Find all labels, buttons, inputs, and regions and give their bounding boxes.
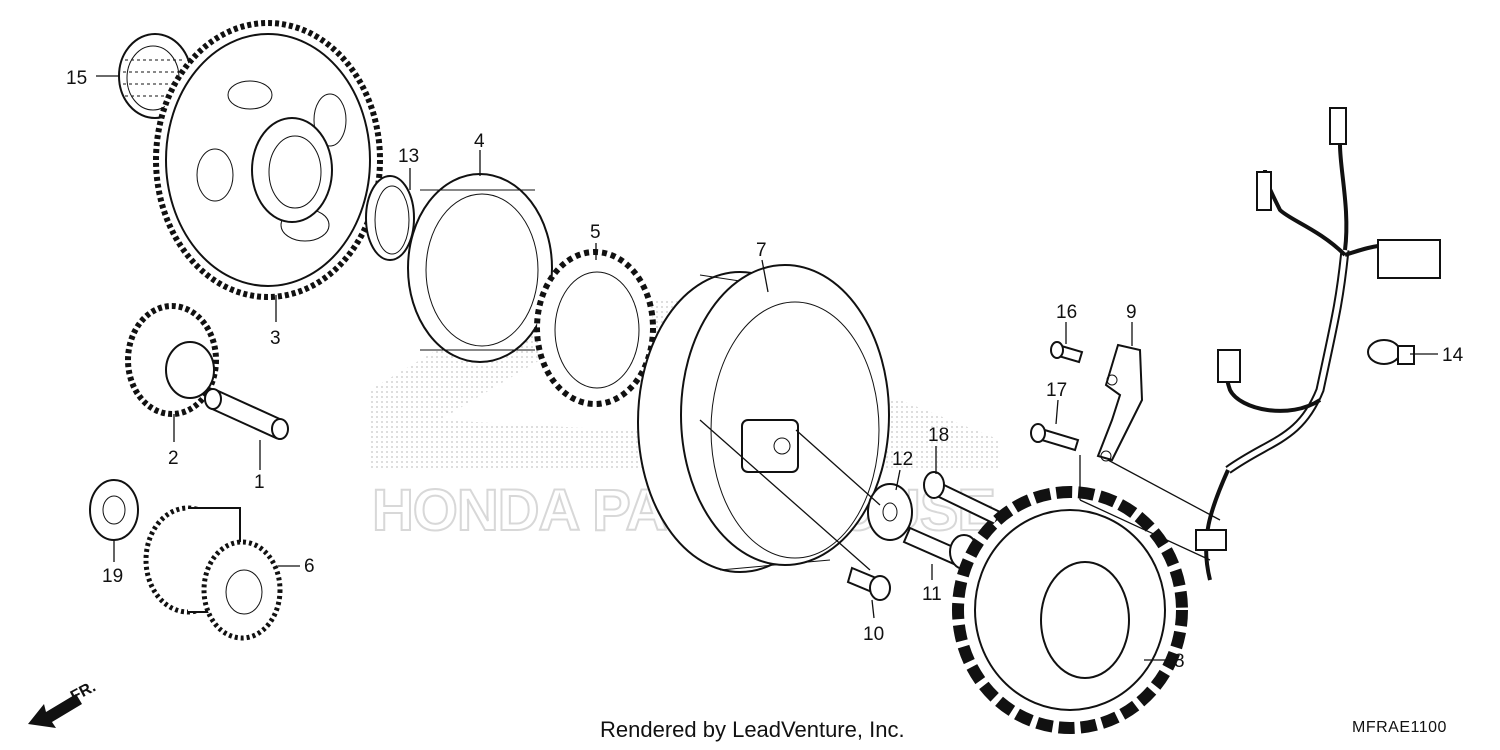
connector-bullet-icon xyxy=(1256,171,1272,211)
callout-4: 4 xyxy=(474,131,485,152)
part-17-bolt xyxy=(1030,423,1080,452)
part-2-idle-gear xyxy=(125,303,219,417)
callout-18: 18 xyxy=(928,425,949,446)
grommet-icon xyxy=(1195,529,1227,551)
part-12-washer xyxy=(867,483,913,541)
callout-6: 6 xyxy=(304,556,315,577)
callout-2: 2 xyxy=(168,448,179,469)
callout-11: 11 xyxy=(922,584,942,605)
callout-12: 12 xyxy=(892,449,913,470)
callout-7: 7 xyxy=(756,240,767,261)
callouts: 15 3 13 4 5 7 2 1 19 6 12 10 18 11 8 9 1… xyxy=(66,68,1464,672)
callout-19: 19 xyxy=(102,566,123,587)
connector-small-icon xyxy=(1217,349,1241,383)
part-9-bracket xyxy=(1096,343,1144,462)
wire-harness xyxy=(1195,107,1441,581)
callout-9: 9 xyxy=(1126,302,1137,323)
callout-1: 1 xyxy=(254,472,265,493)
callout-15: 15 xyxy=(66,68,87,89)
leader-lines xyxy=(96,75,1438,661)
callout-5: 5 xyxy=(590,222,601,243)
part-16-bolt xyxy=(1050,341,1084,364)
callout-13: 13 xyxy=(398,146,419,167)
part-10-bolt xyxy=(846,566,891,601)
front-direction-arrow: FR. xyxy=(28,678,99,728)
part-14-clamp xyxy=(1367,339,1415,365)
part-6-reduction-gear xyxy=(143,505,283,641)
callout-14: 14 xyxy=(1442,345,1464,366)
footer-credit: Rendered by LeadVenture, Inc. xyxy=(600,717,905,742)
connector-coupler-icon xyxy=(1377,239,1441,279)
callout-8: 8 xyxy=(1174,651,1185,672)
callout-10: 10 xyxy=(863,624,884,645)
diagram-code: MFRAE1100 xyxy=(1352,719,1447,736)
part-4-clutch-outer xyxy=(407,173,553,363)
part-5-one-way-clutch xyxy=(534,249,656,407)
part-1-shaft xyxy=(204,388,289,440)
callout-3: 3 xyxy=(270,328,281,349)
callout-16: 16 xyxy=(1056,302,1077,323)
part-19-bearing xyxy=(89,479,139,541)
part-3-driven-gear xyxy=(153,20,383,300)
part-7-flywheel xyxy=(637,264,890,573)
callout-17: 17 xyxy=(1046,380,1067,401)
connector-top-icon xyxy=(1329,107,1347,145)
part-13-washer xyxy=(365,175,415,261)
part-8-stator xyxy=(952,486,1188,734)
